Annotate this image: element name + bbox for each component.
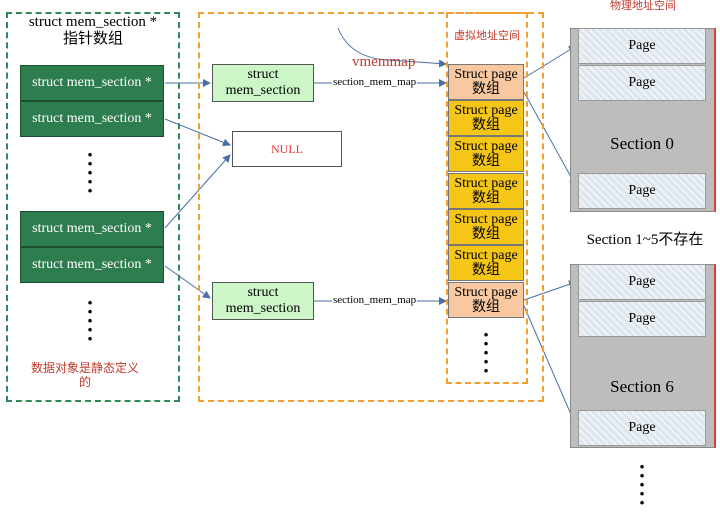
struct-page-array: Struct page 数组 — [448, 64, 524, 100]
struct-page-sublabel: 数组 — [472, 300, 500, 315]
mem-section-panel — [198, 12, 544, 402]
pointer-cell: struct mem_section * — [20, 211, 164, 247]
pointer-cell: struct mem_section * — [20, 65, 164, 101]
arrow-page-to-section0-bottom — [523, 91, 577, 187]
mem-section-box: struct mem_section — [212, 64, 314, 102]
mem-section-label-line1: struct — [247, 66, 279, 82]
arrow-ptr3-to-null — [164, 154, 231, 229]
mem-section-label-line2: mem_section — [225, 83, 301, 98]
arrow-page-to-section6-bottom — [523, 305, 577, 427]
page-frame: Page — [578, 410, 706, 446]
physical-address-title: 物理地址空间 — [610, 0, 676, 12]
struct-page-sublabel: 数组 — [472, 118, 500, 133]
pointer-array-panel — [6, 12, 180, 402]
struct-page-label: Struct page — [454, 247, 518, 263]
struct-page-label: Struct page — [454, 211, 518, 227]
pointer-array-title-line2: 指针数组 — [62, 31, 123, 48]
struct-page-label: Struct page — [454, 66, 518, 82]
arrow-ptr2-to-null — [164, 118, 231, 147]
struct-page-label: Struct page — [454, 284, 518, 300]
virtual-address-panel — [446, 12, 528, 384]
arrow-ptr4-to-struct2 — [164, 265, 211, 299]
section-mem-map-label: section_mem_map — [332, 76, 418, 88]
section-0-label: Section 0 — [610, 134, 674, 153]
page-frame: Page — [578, 28, 706, 64]
struct-page-sublabel: 数组 — [472, 154, 500, 169]
section-mem-map-label: section_mem_map — [332, 294, 418, 306]
missing-sections-label: Section 1~5不存在 — [586, 232, 704, 248]
ellipsis-dots: ····· — [482, 322, 490, 383]
static-definition-note: 数据对象是静态定义的 — [30, 361, 139, 389]
arrow-vmemmap — [337, 27, 447, 68]
struct-page-sublabel: 数组 — [472, 82, 500, 97]
pointer-cell: struct mem_section * — [20, 247, 164, 283]
page-frame: Page — [578, 173, 706, 209]
page-frame: Page — [578, 301, 706, 337]
null-box: NULL — [232, 131, 342, 167]
struct-page-sublabel: 数组 — [472, 263, 500, 278]
struct-page-label: Struct page — [454, 175, 518, 191]
virtual-address-title: 虚拟地址空间 — [454, 30, 520, 42]
struct-page-sublabel: 数组 — [472, 227, 500, 242]
struct-page-array: Struct page 数组 — [448, 209, 524, 245]
struct-page-array: Struct page 数组 — [448, 100, 524, 136]
struct-page-array: Struct page 数组 — [448, 173, 524, 209]
mem-section-label-line2: mem_section — [225, 301, 301, 316]
struct-page-label: Struct page — [454, 138, 518, 154]
ellipsis-dots: ····· — [638, 454, 646, 515]
arrow-page-to-section6-top — [523, 280, 577, 301]
ellipsis-dots: ····· — [86, 142, 94, 203]
mem-section-label-line1: struct — [247, 284, 279, 300]
struct-page-array: Struct page 数组 — [448, 136, 524, 172]
struct-page-sublabel: 数组 — [472, 191, 500, 206]
section-6-label: Section 6 — [610, 377, 674, 396]
page-frame: Page — [578, 65, 706, 101]
ellipsis-dots: ····· — [86, 290, 94, 351]
struct-page-array: Struct page 数组 — [448, 245, 524, 281]
struct-page-label: Struct page — [454, 102, 518, 118]
mem-section-box: struct mem_section — [212, 282, 314, 320]
page-frame: Page — [578, 264, 706, 300]
pointer-cell: struct mem_section * — [20, 101, 164, 137]
pointer-array-title: struct mem_section * 指针数组 — [10, 14, 176, 49]
arrow-page-to-section0-top — [523, 45, 577, 79]
struct-page-array: Struct page 数组 — [448, 282, 524, 318]
vmemmap-label: vmemmap — [352, 54, 416, 70]
pointer-array-title-line1: struct mem_section * — [28, 14, 158, 30]
